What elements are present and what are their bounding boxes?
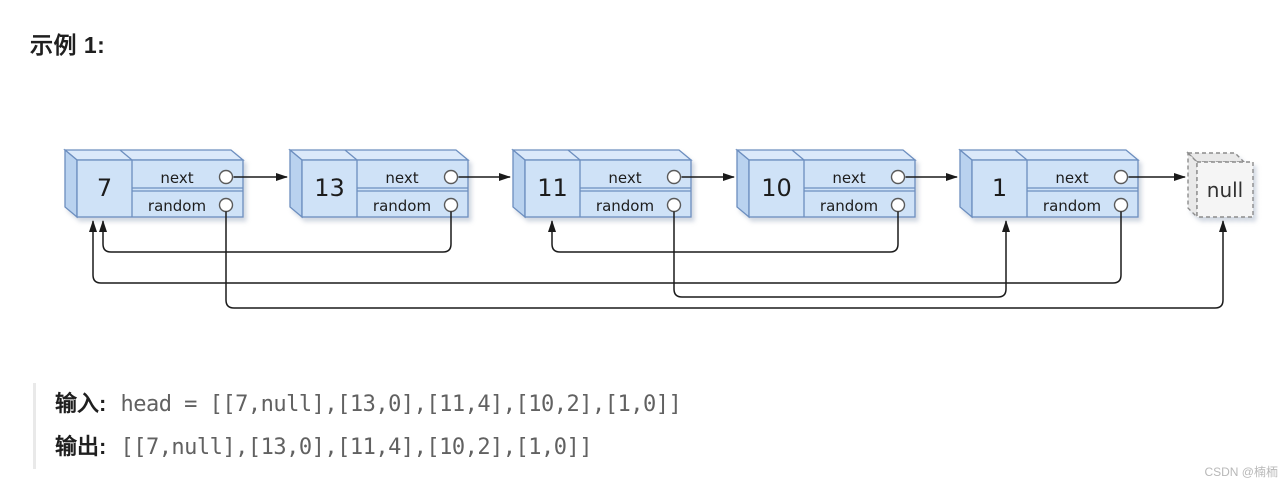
value-divider-top <box>791 149 805 161</box>
next-pointer-dot <box>218 169 234 185</box>
next-pointer-dot <box>1113 169 1129 185</box>
next-label: next <box>160 169 193 187</box>
list-node: 10 next random <box>735 148 917 219</box>
node-box-top-face <box>63 149 245 161</box>
node-box-side-face <box>512 148 526 219</box>
node-box-top-face <box>958 149 1140 161</box>
node-value: 11 <box>537 174 568 202</box>
null-box-side-face <box>1187 151 1198 219</box>
null-box: null <box>1186 151 1254 219</box>
input-value: head = [[7,null],[13,0],[11,4],[10,2],[1… <box>120 392 682 417</box>
node-value: 7 <box>97 174 112 202</box>
input-label: 输入: <box>55 391 107 416</box>
node-value: 1 <box>992 174 1007 202</box>
watermark: CSDN @楠栭 <box>1204 465 1278 479</box>
random-pointer-dot <box>890 197 906 213</box>
random-arrow <box>673 211 1010 298</box>
list-node: 13 next random <box>288 148 470 219</box>
node-box-side-face <box>289 148 303 219</box>
node-value: 10 <box>761 174 792 202</box>
node-box-side-face <box>736 148 750 219</box>
output-value: [[7,null],[13,0],[11,4],[10,2],[1,0]] <box>120 435 593 460</box>
output-line: 输出: [[7,null],[13,0],[11,4],[10,2],[1,0]… <box>55 426 1155 469</box>
next-label: next <box>385 169 418 187</box>
null-box-top-face <box>1186 152 1246 163</box>
next-label: next <box>832 169 865 187</box>
node-box-top-face <box>735 149 917 161</box>
random-pointer-dot <box>218 197 234 213</box>
next-pointer-dot <box>890 169 906 185</box>
random-pointer-dot <box>1113 197 1129 213</box>
example-io-block: 输入: head = [[7,null],[13,0],[11,4],[10,2… <box>33 383 1155 469</box>
next-label: next <box>608 169 641 187</box>
input-line: 输入: head = [[7,null],[13,0],[11,4],[10,2… <box>55 383 1155 426</box>
value-divider-top <box>567 149 581 161</box>
output-label: 输出: <box>55 434 107 459</box>
value-divider-top <box>1014 149 1028 161</box>
random-label: random <box>820 197 878 215</box>
null-label: null <box>1207 178 1243 202</box>
next-label: next <box>1055 169 1088 187</box>
list-node: 7 next random <box>63 148 245 219</box>
random-label: random <box>596 197 654 215</box>
node-box-top-face <box>511 149 693 161</box>
next-pointer-dot <box>443 169 459 185</box>
random-pointer-dot <box>666 197 682 213</box>
value-divider-top <box>119 149 133 161</box>
node-box-side-face <box>959 148 973 219</box>
random-label: random <box>148 197 206 215</box>
page-title: 示例 1: <box>30 32 106 58</box>
null-box-front-face <box>1196 161 1254 218</box>
value-divider-top <box>344 149 358 161</box>
random-arrow <box>225 211 1227 309</box>
linked-list-diagram: 7 next random 13 next random 11 next random 10 nex… <box>63 148 1254 309</box>
linked-list-diagram-canvas: 7 next random 13 next random 11 next random 10 nex… <box>63 148 1254 309</box>
random-arrow <box>99 211 452 253</box>
random-arrow <box>89 211 1122 284</box>
random-label: random <box>1043 197 1101 215</box>
random-arrow <box>548 211 899 253</box>
list-node: 11 next random <box>511 148 693 219</box>
list-node: 1 next random <box>958 148 1140 219</box>
node-value: 13 <box>314 174 345 202</box>
next-pointer-dot <box>666 169 682 185</box>
node-box-top-face <box>288 149 470 161</box>
random-pointer-dot <box>443 197 459 213</box>
node-box-side-face <box>64 148 78 219</box>
random-label: random <box>373 197 431 215</box>
